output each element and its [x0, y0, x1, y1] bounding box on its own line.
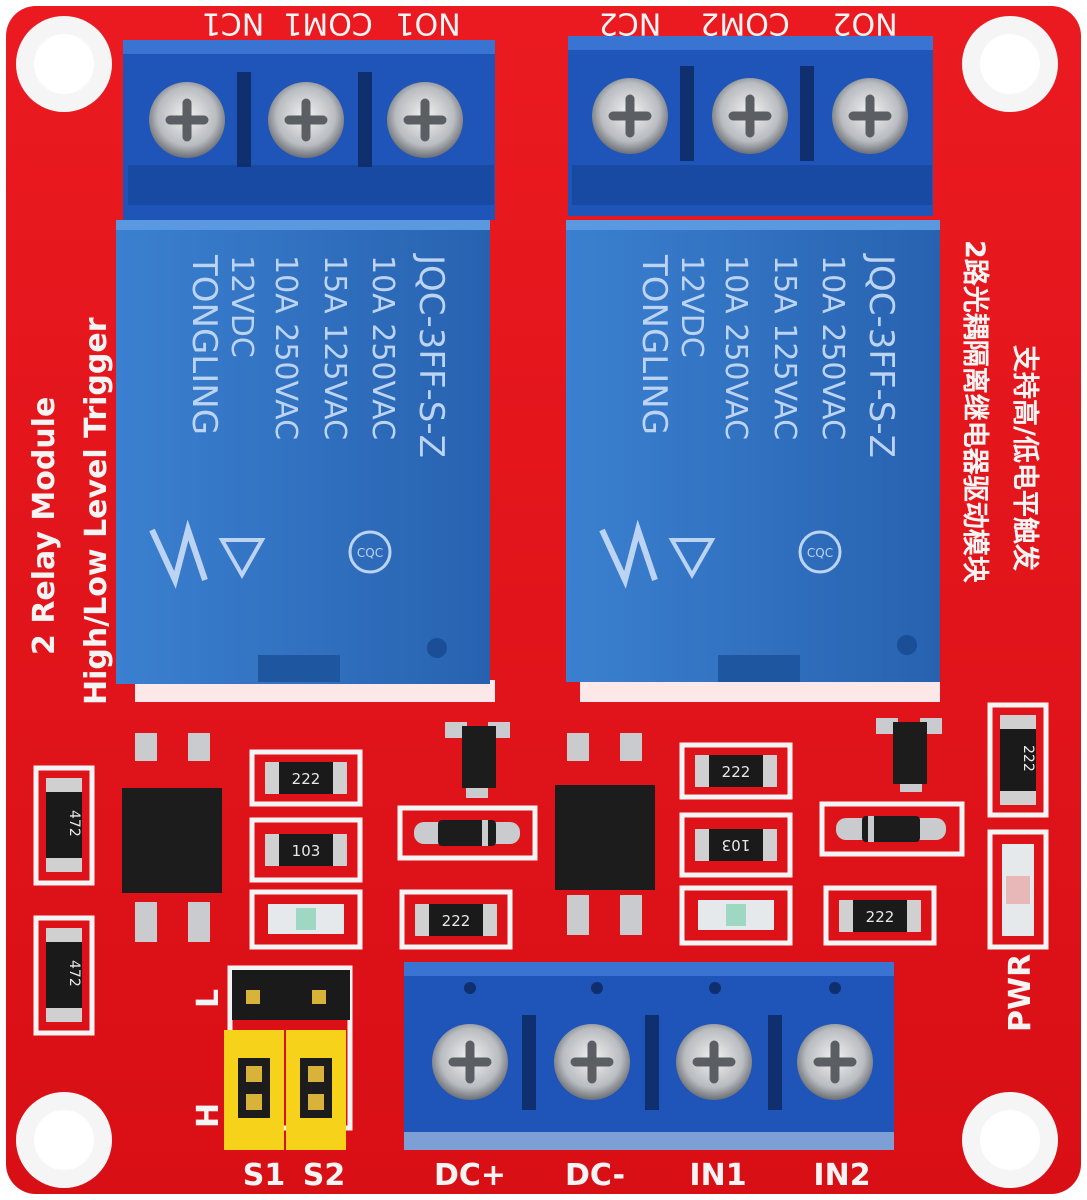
chinese-text-line1: 2路光耦隔离继电器驱动模块	[959, 240, 991, 584]
screw-com1[interactable]	[268, 82, 344, 158]
label-com2: COM2	[700, 6, 790, 41]
jumper-s1[interactable]	[224, 1030, 284, 1150]
svg-text:472: 472	[66, 810, 82, 837]
relay2-brand: TONGLING	[634, 254, 674, 435]
resistor-r2-c: 222	[839, 900, 921, 932]
relay2-voltage: 12VDC	[674, 255, 709, 358]
relay1-model: JQC-3FF-S-Z	[411, 253, 451, 458]
relay1-warning-triangle-icon	[218, 538, 266, 580]
pwr-label: PWR	[1003, 954, 1038, 1032]
jumper-label-s1: S1	[243, 1158, 285, 1193]
relay1-logo-icon	[149, 519, 208, 589]
label-no1: NO1	[395, 6, 460, 41]
screw-in1[interactable]	[676, 1024, 752, 1100]
relay1-voltage: 12VDC	[224, 255, 259, 358]
screw-no1[interactable]	[387, 82, 463, 158]
resistor-r1-c: 222	[415, 904, 497, 936]
mounting-hole-tr	[962, 16, 1058, 112]
resistor-r1-a: 222	[265, 762, 347, 794]
relay2-rating3: 10A 250VAC	[815, 255, 850, 440]
led-relay2	[698, 900, 774, 930]
led-pwr	[1002, 844, 1034, 936]
resistor-r-left-bottom: 472	[46, 928, 82, 1022]
resistor-r-pwr: 222	[1000, 715, 1036, 805]
svg-text:L: L	[191, 989, 226, 1008]
label-in1: IN1	[689, 1158, 746, 1193]
svg-text:222: 222	[1020, 745, 1036, 772]
label-no2: NO2	[832, 6, 897, 41]
screw-nc1[interactable]	[149, 82, 225, 158]
svg-text:2 Relay Module: 2 Relay Module	[27, 397, 62, 655]
top-labels-relay1: NC1 COM1 NO1	[202, 6, 461, 41]
diode-2	[819, 801, 965, 857]
resistor-r2-b: 103	[695, 829, 777, 861]
relay1-cqc-mark	[348, 530, 392, 574]
screw-nc2[interactable]	[832, 78, 908, 154]
relay2-warning-triangle-icon	[668, 538, 716, 580]
relay1-cert: CQC	[357, 546, 383, 560]
resistor-r2-a: 222	[695, 755, 777, 787]
top-labels-relay2: NO2 COM2 NC2	[599, 6, 898, 41]
relay1-brand: TONGLING	[184, 254, 224, 435]
relay1-rating2: 15A 125VAC	[317, 255, 352, 440]
relay2-cert: CQC	[807, 546, 833, 560]
screw-dc-plus[interactable]	[432, 1024, 508, 1100]
jumper-header	[227, 965, 353, 1131]
relay2-rating1: 10A 250VAC	[718, 255, 753, 440]
svg-text:222: 222	[722, 763, 751, 781]
input-terminal-block	[404, 962, 894, 1150]
svg-text:High/Low Level Trigger: High/Low Level Trigger	[79, 317, 114, 705]
screw-no2[interactable]	[592, 78, 668, 154]
optocoupler-1	[122, 733, 222, 942]
resistor-r-left-top: 472	[46, 778, 82, 872]
svg-text:103: 103	[722, 836, 751, 854]
screw-in2[interactable]	[797, 1024, 873, 1100]
relay-2: TONGLING 12VDC 10A 250VAC 15A 125VAC 10A…	[566, 220, 940, 702]
svg-text:222: 222	[442, 912, 471, 930]
svg-text:472: 472	[66, 960, 82, 987]
relay-1: TONGLING 12VDC 10A 250VAC 15A 125VAC 10A…	[116, 220, 495, 702]
svg-text:支持高/低电平触发: 支持高/低电平触发	[1009, 345, 1041, 571]
terminal-block-relay1	[123, 40, 495, 220]
relay2-rating2: 15A 125VAC	[767, 255, 802, 440]
jumper-label-high: H	[191, 1103, 226, 1128]
label-in2: IN2	[813, 1158, 870, 1193]
label-com1: COM1	[283, 6, 373, 41]
jumper-s2[interactable]	[286, 1030, 346, 1150]
mounting-hole-tl	[16, 16, 112, 112]
relay2-model: JQC-3FF-S-Z	[861, 253, 901, 458]
screw-dc-minus[interactable]	[554, 1024, 630, 1100]
terminal-block-relay2	[568, 36, 933, 216]
relay2-logo-icon	[599, 519, 658, 589]
chinese-text-line2: 支持高/低电平触发	[1009, 345, 1041, 571]
diode-1	[397, 805, 538, 861]
led-relay1	[268, 904, 344, 934]
svg-text:103: 103	[292, 842, 321, 860]
label-nc1: NC1	[202, 6, 264, 41]
board-subtitle-text: High/Low Level Trigger	[79, 317, 114, 705]
svg-text:PWR: PWR	[1003, 954, 1038, 1032]
mounting-hole-br	[962, 1092, 1058, 1188]
transistor-2	[876, 718, 942, 792]
label-dc-plus: DC+	[434, 1158, 506, 1193]
screw-com2[interactable]	[712, 78, 788, 154]
transistor-1	[445, 722, 510, 798]
jumper-label-low: L	[191, 989, 226, 1008]
board-title-text: 2 Relay Module	[27, 397, 62, 655]
label-dc-minus: DC-	[565, 1158, 625, 1193]
relay1-rating3: 10A 250VAC	[365, 255, 400, 440]
svg-text:2路光耦隔离继电器驱动模块: 2路光耦隔离继电器驱动模块	[959, 240, 991, 584]
optocoupler-2	[555, 733, 655, 935]
relay2-cqc-mark	[798, 530, 842, 574]
relay1-rating1: 10A 250VAC	[268, 255, 303, 440]
resistor-r1-b: 103	[265, 834, 347, 866]
svg-text:H: H	[191, 1103, 226, 1128]
mounting-hole-bl	[16, 1092, 112, 1188]
svg-text:222: 222	[866, 908, 895, 926]
jumper-label-s2: S2	[303, 1158, 345, 1193]
svg-text:222: 222	[292, 770, 321, 788]
label-nc2: NC2	[599, 6, 661, 41]
